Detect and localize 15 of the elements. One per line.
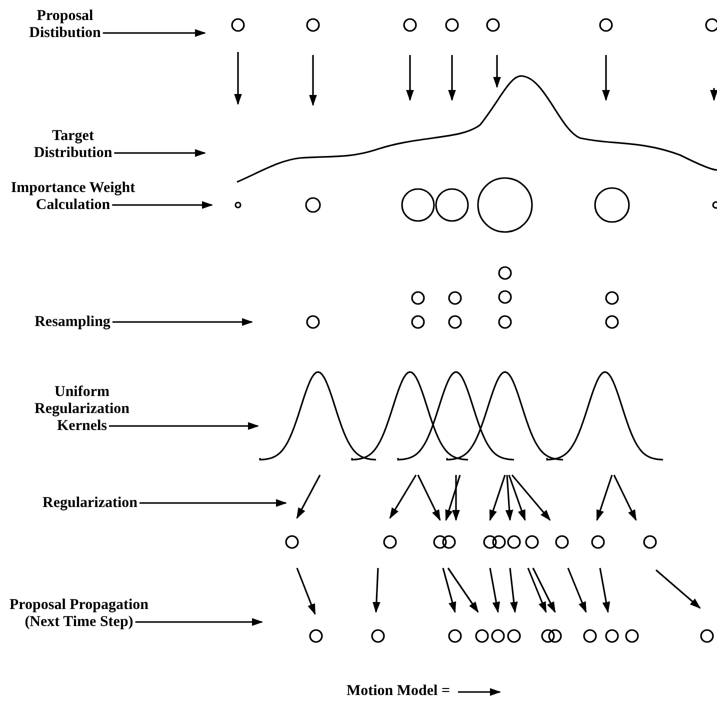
leader-arrow [140, 499, 288, 507]
stage-label: Proposal Distibution [10, 8, 120, 42]
leader-arrow [112, 201, 214, 209]
stage-label: Proposal Propagation (Next Time Step) [4, 597, 154, 631]
legend-text: Motion Model = [345, 683, 450, 700]
leader-arrow [112, 318, 254, 326]
leader-arrow [109, 422, 260, 430]
leader-arrow [114, 149, 206, 157]
stage-label: Target Distribution [18, 128, 128, 162]
stage-label: Uniform Regularization Kernels [8, 384, 156, 435]
leader-arrow [135, 618, 264, 626]
stage-label: Resampling [20, 314, 125, 331]
leader-arrow [102, 29, 206, 37]
stage-label: Regularization [20, 495, 160, 512]
stage-label: Importance Weight Calculation [8, 180, 138, 214]
